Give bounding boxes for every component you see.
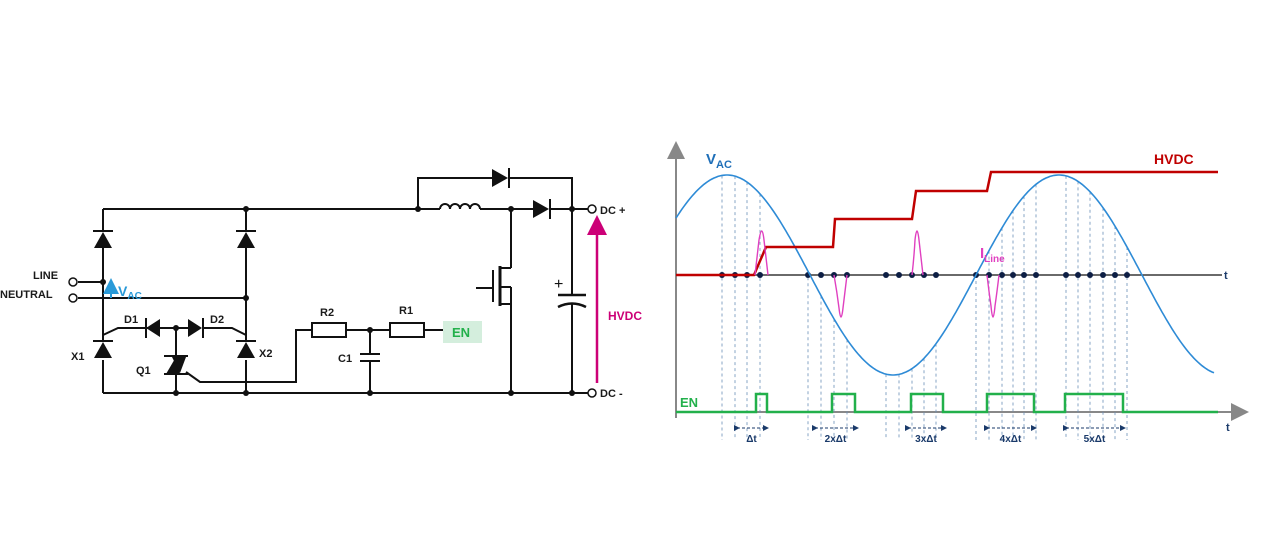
resistor-r2	[311, 322, 347, 338]
sample-marker	[1100, 272, 1106, 278]
terminal-line	[68, 277, 78, 287]
diode-boost	[533, 200, 549, 218]
x1-label: X1	[71, 351, 84, 363]
en-waveform	[676, 392, 1218, 414]
sample-marker	[1112, 272, 1118, 278]
hvdc-staircase	[676, 170, 1218, 277]
sample-marker	[896, 272, 902, 278]
resistor-r1	[389, 322, 425, 338]
delta-t-label: Δt	[746, 434, 757, 445]
diode-d1	[146, 319, 160, 337]
inductor	[439, 203, 481, 210]
t-label-top: t	[1224, 270, 1228, 282]
sample-marker	[921, 272, 927, 278]
hvdc-schematic-label: HVDC	[608, 309, 642, 323]
sample-marker	[1075, 272, 1081, 278]
delta-t-brackets: Δt 2xΔt 3xΔt 4xΔt 5xΔt	[734, 425, 1126, 445]
vac-sine-wave	[675, 174, 1215, 376]
sample-marker	[1010, 272, 1016, 278]
delta-t-label: 5xΔt	[1084, 434, 1106, 445]
cap-plus-sign: +	[554, 276, 563, 293]
bridge-diode-top-left	[94, 232, 112, 248]
en-schematic-label: EN	[452, 325, 470, 340]
diode-bypass	[492, 169, 508, 187]
q1-label: Q1	[136, 365, 151, 377]
sample-marker	[999, 272, 1005, 278]
waveform-panel: t t VAC HVDC ILine EN Δt 2xΔt 3xΔt 4xΔt 5xΔt	[667, 141, 1249, 445]
terminal-dc-minus	[587, 388, 597, 398]
d1-label: D1	[124, 314, 138, 326]
terminal-dc-plus	[587, 204, 597, 214]
iline-pulses	[754, 230, 1000, 318]
sample-marker	[818, 272, 824, 278]
en-box	[443, 321, 482, 343]
delta-t-label: 4xΔt	[1000, 434, 1022, 445]
delta-t-label: 2xΔt	[825, 434, 847, 445]
iline-label: ILine	[980, 245, 1005, 265]
sample-marker	[933, 272, 939, 278]
hvdc-wave-label: HVDC	[1154, 151, 1194, 167]
d2-label: D2	[210, 314, 224, 326]
sample-marker	[757, 272, 763, 278]
x2-label: X2	[259, 348, 272, 360]
scr-x2	[237, 342, 255, 358]
neutral-label: NEUTRAL	[0, 289, 53, 301]
sample-marker	[1087, 272, 1093, 278]
triac-q1	[164, 355, 188, 375]
diode-d2	[188, 319, 202, 337]
delta-t-label: 3xΔt	[915, 434, 937, 445]
schematic: LINE NEUTRAL VAC D1 D2 X1 X2 Q1 R2 R1 C1…	[0, 168, 642, 400]
sample-marker	[1063, 272, 1069, 278]
bridge-diode-top-right	[237, 232, 255, 248]
vac-wave-label: VAC	[706, 151, 732, 171]
scr-x1	[94, 342, 112, 358]
t-label-bottom: t	[1226, 422, 1230, 434]
r1-label: R1	[399, 305, 413, 317]
sample-marker	[883, 272, 889, 278]
bridge-wiring	[78, 208, 592, 394]
mosfet	[476, 209, 512, 393]
c1-label: C1	[338, 353, 352, 365]
sample-dashed-lines	[721, 175, 1128, 440]
line-label: LINE	[33, 270, 58, 282]
vac-schematic-label: VAC	[118, 283, 142, 302]
dc-minus-label: DC -	[600, 388, 623, 400]
dc-plus-label: DC +	[600, 205, 625, 217]
terminal-neutral	[68, 293, 78, 303]
sample-marker	[1021, 272, 1027, 278]
en-wave-label: EN	[680, 395, 698, 410]
r2-label: R2	[320, 307, 334, 319]
sample-marker	[1033, 272, 1039, 278]
sample-markers	[719, 272, 1130, 278]
sample-marker	[1124, 272, 1130, 278]
